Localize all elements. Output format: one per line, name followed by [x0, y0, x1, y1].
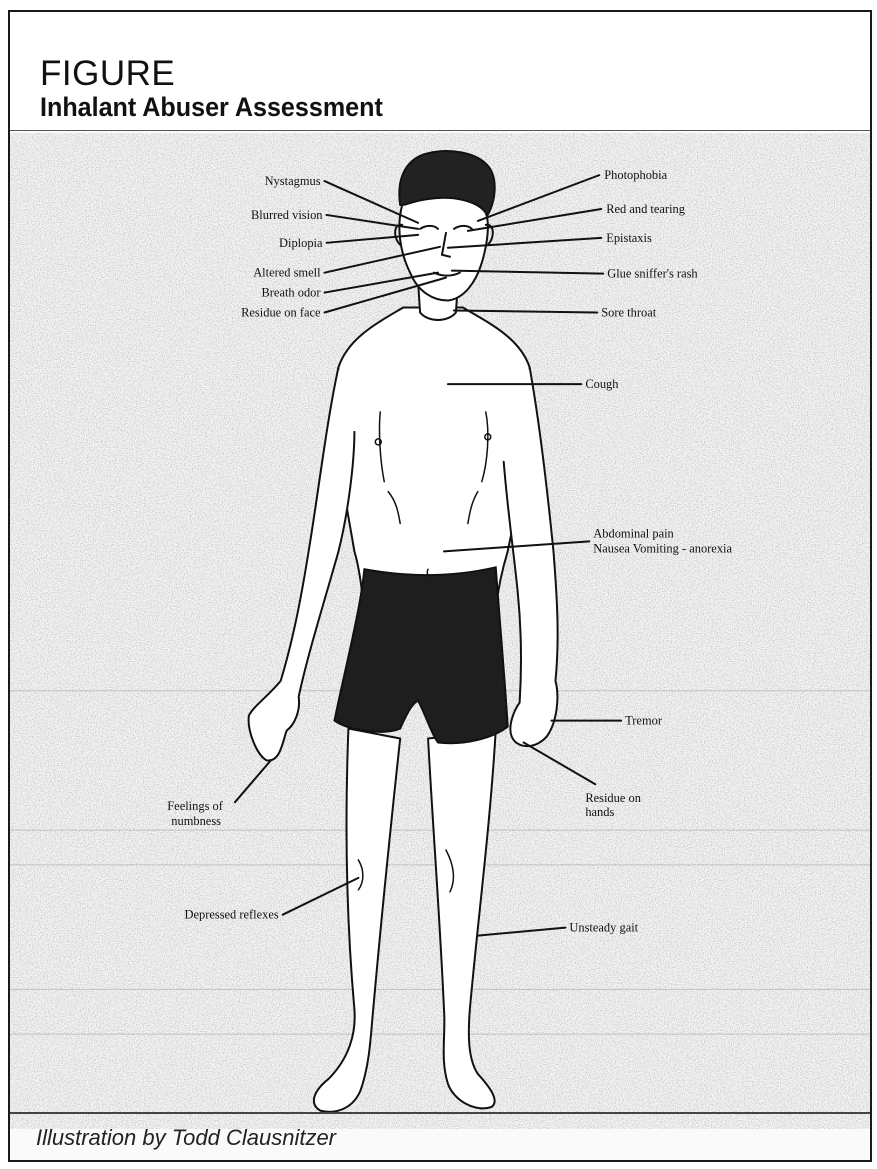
label-glue-sniffers-rash: Glue sniffer's rash	[607, 267, 698, 281]
label-residue-on-hands-1: Residue on	[585, 791, 641, 805]
label-unsteady-gait: Unsteady gait	[569, 921, 638, 935]
figure-label: FIGURE	[40, 54, 175, 94]
label-feelings-of-numbness-2: numbness	[171, 814, 221, 828]
label-sore-throat: Sore throat	[601, 305, 656, 319]
label-diplopia: Diplopia	[279, 236, 323, 250]
body-illustration: Nystagmus Blurred vision Diplopia Altere…	[10, 131, 870, 1131]
label-altered-smell: Altered smell	[253, 266, 321, 280]
label-epistaxis: Epistaxis	[606, 231, 652, 245]
label-nystagmus: Nystagmus	[265, 174, 321, 188]
label-red-and-tearing: Red and tearing	[606, 202, 685, 216]
illustration-credit: Illustration by Todd Clausnitzer	[36, 1125, 336, 1151]
figure-header: FIGURE Inhalant Abuser Assessment	[10, 12, 870, 130]
figure-title: Inhalant Abuser Assessment	[40, 92, 383, 123]
label-depressed-reflexes: Depressed reflexes	[184, 908, 278, 922]
label-blurred-vision: Blurred vision	[251, 208, 323, 222]
label-photophobia: Photophobia	[604, 168, 667, 182]
label-residue-on-hands-2: hands	[585, 805, 614, 819]
label-residue-on-face: Residue on face	[241, 305, 321, 319]
label-tremor: Tremor	[625, 714, 663, 728]
figure-frame: FIGURE Inhalant Abuser Assessment	[8, 10, 872, 1162]
label-breath-odor: Breath odor	[261, 286, 321, 300]
footer-divider	[10, 1112, 870, 1114]
label-feelings-of-numbness-1: Feelings of	[167, 799, 223, 813]
label-nausea-vomiting: Nausea Vomiting - anorexia	[593, 541, 732, 555]
label-cough: Cough	[585, 377, 619, 391]
torso	[336, 308, 531, 612]
label-abdominal-pain: Abdominal pain	[593, 526, 674, 540]
